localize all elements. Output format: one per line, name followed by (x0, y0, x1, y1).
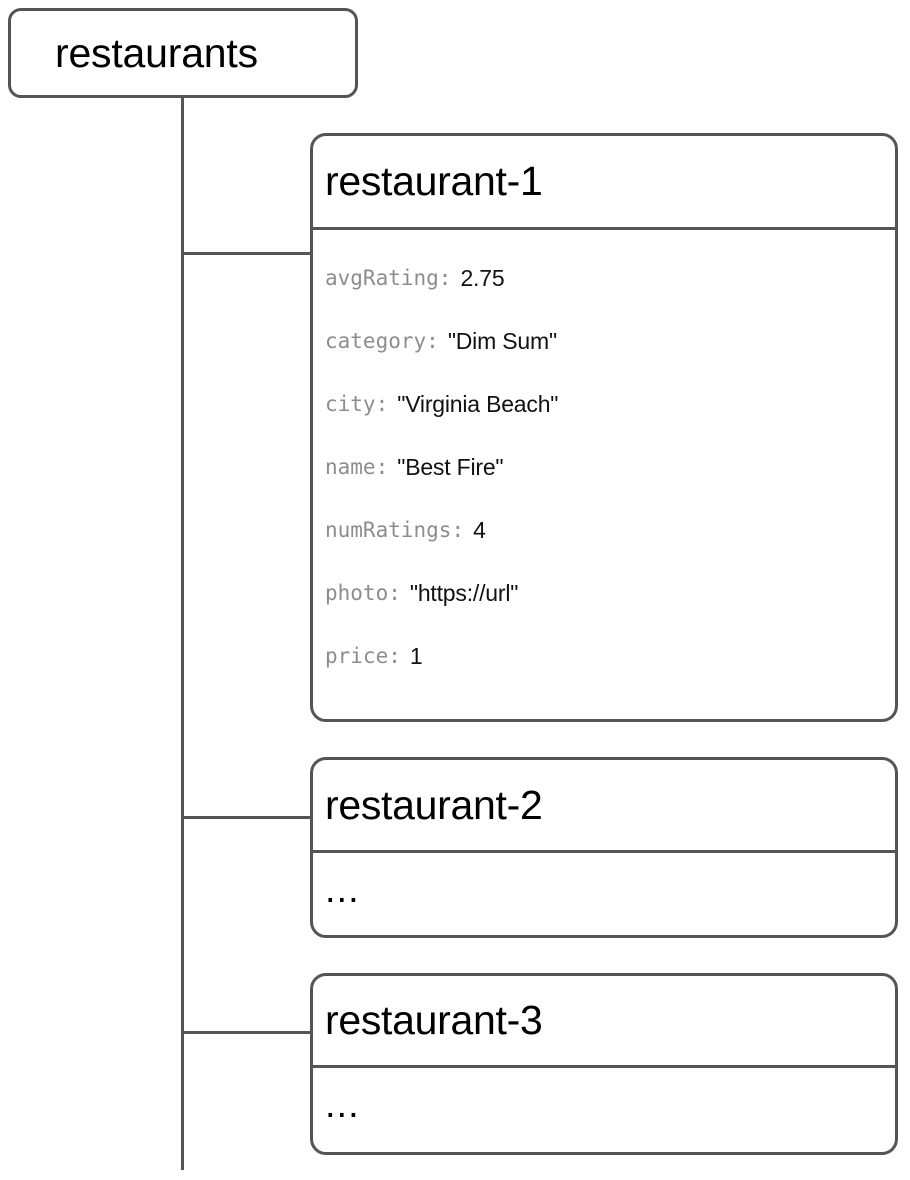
field-row: category : "Dim Sum" (325, 310, 895, 373)
field-separator: : (426, 329, 439, 353)
document-card-body: avgRating : 2.75 category : "Dim Sum" ci… (313, 230, 895, 688)
trunk-line (181, 98, 184, 1170)
collection-node-label: restaurants (55, 29, 258, 76)
document-title: restaurant-2 (325, 781, 543, 828)
field-separator: : (451, 518, 465, 542)
collection-node-restaurants[interactable]: restaurants (8, 8, 358, 98)
document-card-header: restaurant-3 (313, 976, 895, 1068)
field-key: price (325, 644, 389, 668)
field-row: name : "Best Fire" (325, 436, 895, 499)
field-value: "Best Fire" (397, 454, 504, 480)
document-card-header: restaurant-2 (313, 760, 895, 853)
document-title: restaurant-3 (325, 997, 543, 1043)
field-key: numRatings (325, 518, 452, 542)
field-key: avgRating (325, 266, 439, 290)
field-value: "Virginia Beach" (397, 391, 559, 417)
field-key: photo (325, 581, 389, 605)
field-row: price : 1 (325, 625, 895, 688)
field-separator: : (438, 266, 452, 290)
field-row: numRatings : 4 (325, 499, 895, 562)
field-key: city (325, 392, 376, 416)
document-card-restaurant-3[interactable]: restaurant-3 ... (310, 973, 898, 1155)
field-row: city : "Virginia Beach" (325, 373, 895, 436)
field-separator: : (388, 644, 401, 668)
ellipsis-placeholder: ... (325, 868, 360, 911)
document-card-body: ... (313, 853, 895, 935)
ellipsis-placeholder: ... (325, 1083, 360, 1126)
field-key: category (325, 329, 427, 353)
field-value: 1 (409, 643, 423, 669)
branch-line-restaurant-3 (181, 1031, 313, 1034)
document-title: restaurant-1 (325, 158, 543, 204)
document-card-restaurant-2[interactable]: restaurant-2 ... (310, 757, 898, 938)
field-separator: : (375, 392, 389, 416)
document-card-header: restaurant-1 (313, 136, 895, 230)
field-row: avgRating : 2.75 (325, 247, 895, 310)
field-separator: : (388, 581, 401, 605)
document-card-restaurant-1[interactable]: restaurant-1 avgRating : 2.75 category :… (310, 133, 898, 722)
field-row: photo : "https://url" (325, 562, 895, 625)
field-separator: : (375, 455, 389, 479)
field-value: 2.75 (460, 265, 505, 291)
branch-line-restaurant-1 (181, 252, 313, 255)
field-value: "https://url" (409, 580, 519, 606)
field-value: 4 (473, 517, 486, 543)
document-card-body: ... (313, 1068, 895, 1152)
field-value: "Dim Sum" (447, 328, 557, 354)
branch-line-restaurant-2 (181, 816, 313, 819)
field-key: name (325, 455, 376, 479)
